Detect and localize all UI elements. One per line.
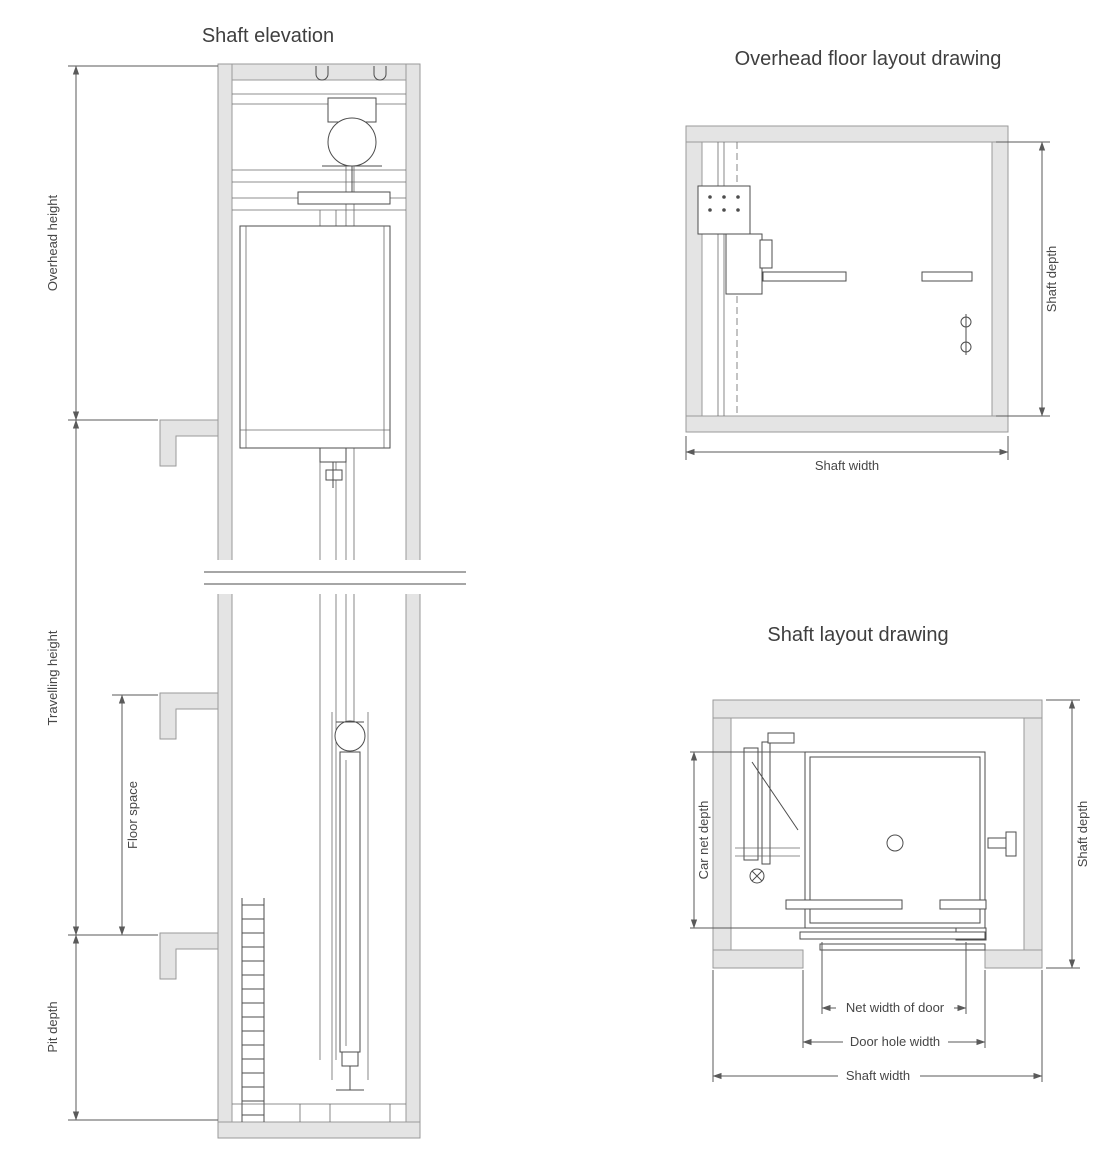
machine-plan [697,185,773,295]
travelling-height-label: Travelling height [45,630,60,725]
hook-icon [315,66,329,81]
shaft-layout-title: Shaft layout drawing [767,624,948,646]
break-line [204,560,466,594]
counterweight [331,712,369,1091]
shaft-interior [232,66,406,1122]
layout-shaft-depth-label: Shaft depth [1075,801,1090,868]
buffer [341,1051,359,1067]
elevator-car [239,166,391,488]
elevation-dimensions: Overhead height Travelling height Pit de… [45,65,218,1121]
door-panel [762,271,847,282]
overhead-height-label: Overhead height [45,195,60,292]
shaft-layout-interior [735,732,1017,951]
door-hole-width-label: Door hole width [850,1034,940,1049]
floor-space-label: Floor space [125,781,140,849]
overhead-dimensions: Shaft depth Shaft width [685,141,1059,473]
counterweight-plan [735,732,800,884]
door-assembly [785,899,987,951]
floor-slab [159,692,219,740]
floor-slab [159,932,219,980]
pit-ladder [241,898,265,1122]
shaft-layout-drawing: Shaft layout drawing [690,624,1090,1083]
shaft-layout-walls [712,699,1043,969]
layout-shaft-width-label: Shaft width [846,1068,910,1083]
door-panel [921,271,973,282]
rail-cross-icon [749,868,765,884]
net-width-of-door-label: Net width of door [846,1000,945,1015]
traction-machine [322,97,382,167]
overhead-shaft-depth-label: Shaft depth [1044,246,1059,313]
overhead-layout-title: Overhead floor layout drawing [735,48,1002,70]
overhead-layout-drawing: Overhead floor layout drawing [685,48,1059,473]
shaft-elevation-title: Shaft elevation [202,25,334,47]
overhead-interior [697,142,973,416]
shaft-elevation-drawing: Shaft elevation [45,25,466,1139]
car-plan [804,751,986,929]
rail-bracket [987,831,1017,857]
pit-depth-label: Pit depth [45,1001,60,1052]
shaft-layout-dimensions: Car net depth Shaft depth Net width of d… [690,699,1090,1083]
floor-slabs [159,419,219,980]
floor-slab [159,419,219,467]
car-net-depth-label: Car net depth [696,801,711,880]
overhead-shaft-width-label: Shaft width [815,458,879,473]
rope-holes [960,314,972,355]
hook-icon [373,66,387,81]
shaft-walls [217,63,421,1139]
